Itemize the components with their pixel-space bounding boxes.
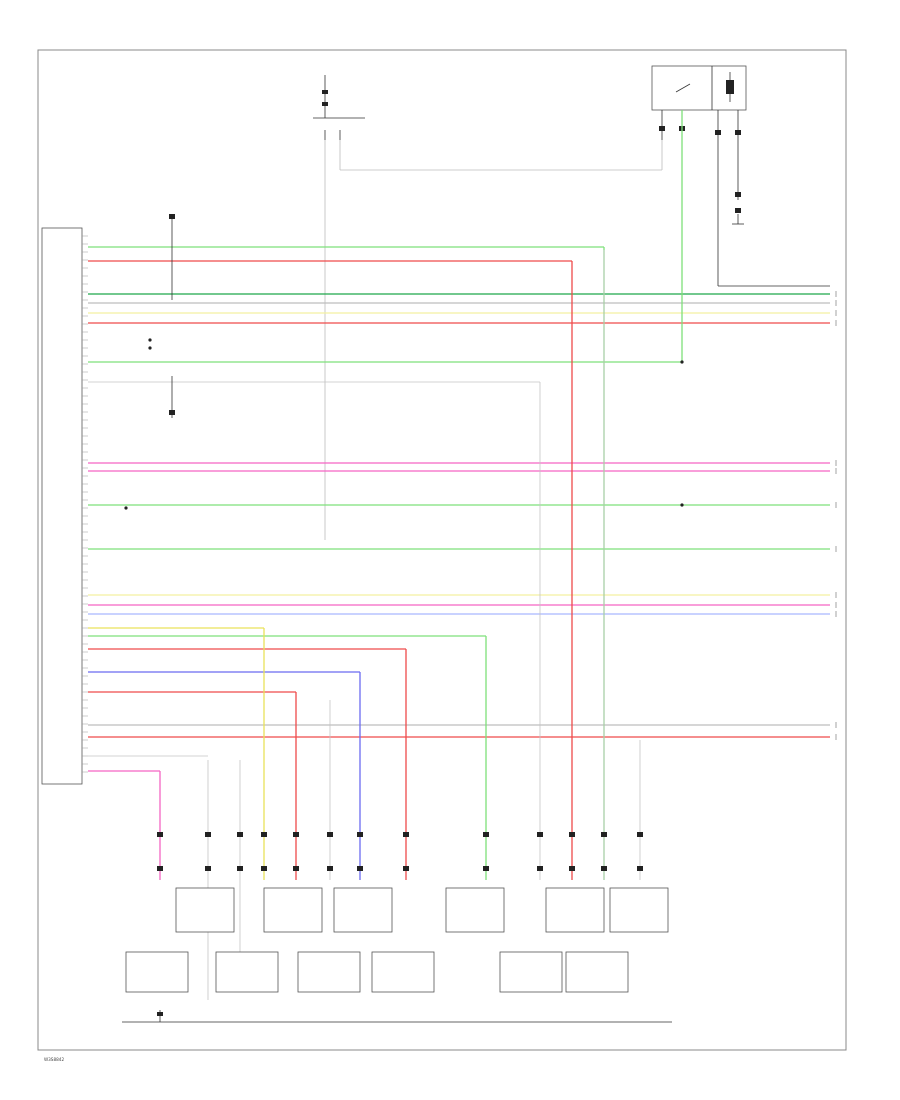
sensor-box-6 [609,887,669,933]
solenoid-box-6 [565,951,629,993]
vertical-wires [88,110,683,1000]
connector-upper-0 [157,832,163,837]
connector-upper-7 [403,832,409,837]
sensor-box-3 [333,887,393,933]
connector-upper-1 [205,832,211,837]
connector-upper-4 [293,832,299,837]
valve-assembly [122,1010,672,1023]
connector-lower-11 [601,866,607,871]
control-relay [651,65,830,287]
connector-lower-1 [205,866,211,871]
connector-upper-9 [537,832,543,837]
connector-upper-10 [569,832,575,837]
sensor-box-1 [175,887,235,933]
connector-lower-8 [483,866,489,871]
connector-lower-10 [569,866,575,871]
connector-lower-4 [293,866,299,871]
component-boxes [125,887,669,993]
connector-lower-6 [357,866,363,871]
sensor-box-2 [263,887,323,933]
branch-markers [124,214,684,510]
horizontal-wires [88,246,837,772]
bottom-connectors [157,832,643,871]
connector-lower-2 [237,866,243,871]
solenoid-box-5 [499,951,563,993]
connector-upper-3 [261,832,267,837]
connector-upper-11 [601,832,607,837]
sensor-box-4 [445,887,505,933]
connector-upper-2 [237,832,243,837]
connector-upper-5 [327,832,333,837]
connector-lower-5 [327,866,333,871]
connector-upper-6 [357,832,363,837]
connector-lower-9 [537,866,543,871]
connector-lower-12 [637,866,643,871]
fuse-relay-block [313,75,663,540]
solenoid-box-1 [125,951,189,993]
solenoid-box-4 [371,951,435,993]
connector-lower-3 [261,866,267,871]
connector-upper-12 [637,832,643,837]
diagram-frame [37,49,847,1051]
solenoid-box-2 [215,951,279,993]
connector-upper-8 [483,832,489,837]
connector-lower-7 [403,866,409,871]
tcm-pin-ticks [82,235,88,773]
tcm-body [41,227,83,785]
page-id-label: W3S8842 [44,1057,64,1062]
tcm-module [41,227,88,785]
connector-lower-0 [157,866,163,871]
sensor-box-5 [545,887,605,933]
solenoid-box-3 [297,951,361,993]
